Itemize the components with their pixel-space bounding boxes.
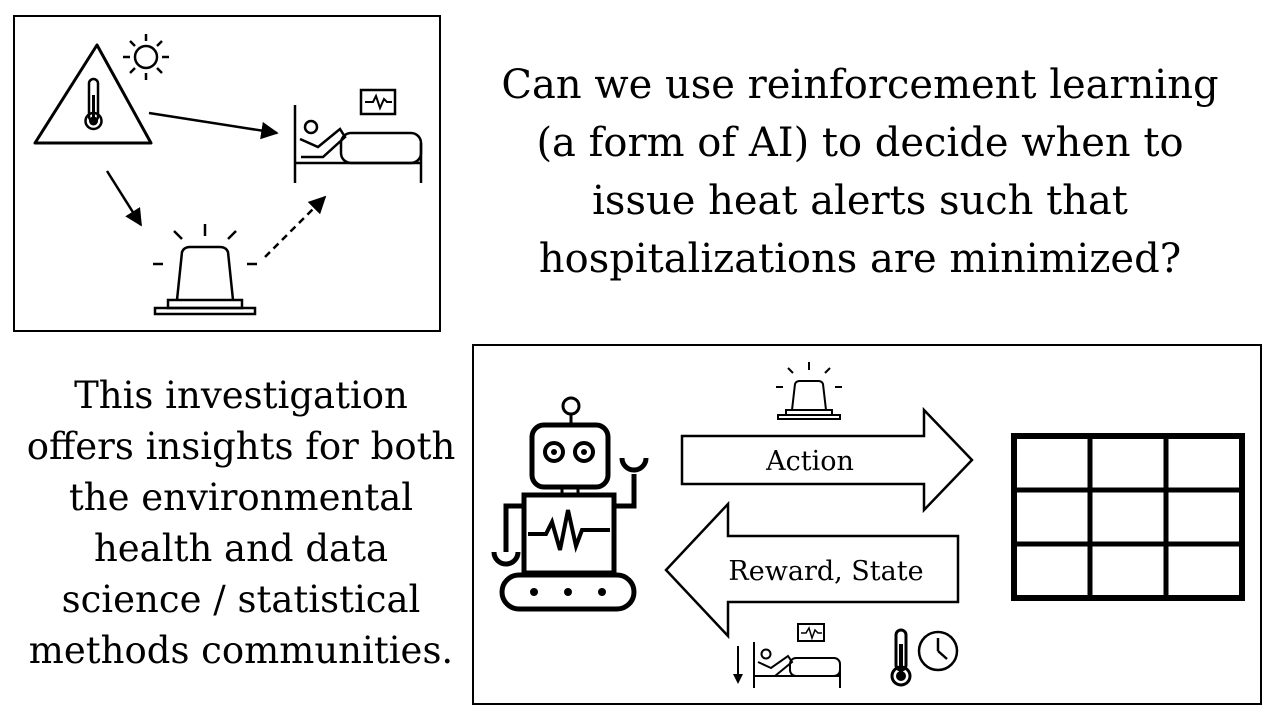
siren-icon bbox=[776, 362, 842, 420]
reinforcement-learning-diagram: Action Reward, State bbox=[491, 362, 1245, 688]
insight-line: science / statistical bbox=[61, 578, 421, 621]
action-arrow bbox=[680, 406, 974, 514]
insight-line: methods communities. bbox=[28, 629, 454, 672]
thermometer-icon bbox=[890, 628, 912, 687]
question-line: (a form of AI) to decide when to bbox=[536, 120, 1184, 166]
action-label: Action bbox=[765, 446, 854, 477]
research-question: Can we use reinforcement learning (a for… bbox=[470, 56, 1250, 288]
heat-to-alert-arrow bbox=[105, 170, 143, 227]
insight-line: This investigation bbox=[74, 374, 408, 417]
question-line: issue heat alerts such that bbox=[592, 178, 1128, 224]
heat-causal-diagram bbox=[33, 34, 423, 316]
heart-monitor-icon bbox=[797, 623, 825, 642]
grid-environment-icon bbox=[1011, 433, 1245, 601]
alert-to-hospitalization-arrow bbox=[264, 195, 327, 258]
insight-line: health and data bbox=[93, 527, 389, 570]
question-line: hospitalizations are minimized? bbox=[538, 236, 1182, 282]
decrease-arrow-icon bbox=[733, 646, 743, 684]
reward-state-arrow bbox=[664, 500, 960, 640]
insight-line: the environmental bbox=[68, 476, 414, 519]
heat-to-hospitalization-arrow bbox=[148, 111, 279, 140]
clock-icon bbox=[917, 630, 959, 672]
hospital-bed-icon bbox=[293, 105, 423, 183]
hospital-bed-icon bbox=[753, 642, 841, 688]
insight-line: offers insights for both bbox=[26, 425, 456, 468]
sun-icon bbox=[123, 34, 169, 80]
siren-icon bbox=[153, 224, 257, 316]
reinforcement-learning-diagram-panel: Action Reward, State bbox=[472, 344, 1262, 705]
robot-icon bbox=[491, 396, 649, 612]
reward-state-label: Reward, State bbox=[728, 556, 923, 587]
warning-thermometer-icon bbox=[33, 43, 153, 145]
insight-statement: This investigation offers insights for b… bbox=[22, 370, 460, 676]
heat-causal-diagram-panel bbox=[13, 15, 441, 332]
question-line: Can we use reinforcement learning bbox=[501, 62, 1219, 108]
heart-monitor-icon bbox=[359, 88, 397, 116]
